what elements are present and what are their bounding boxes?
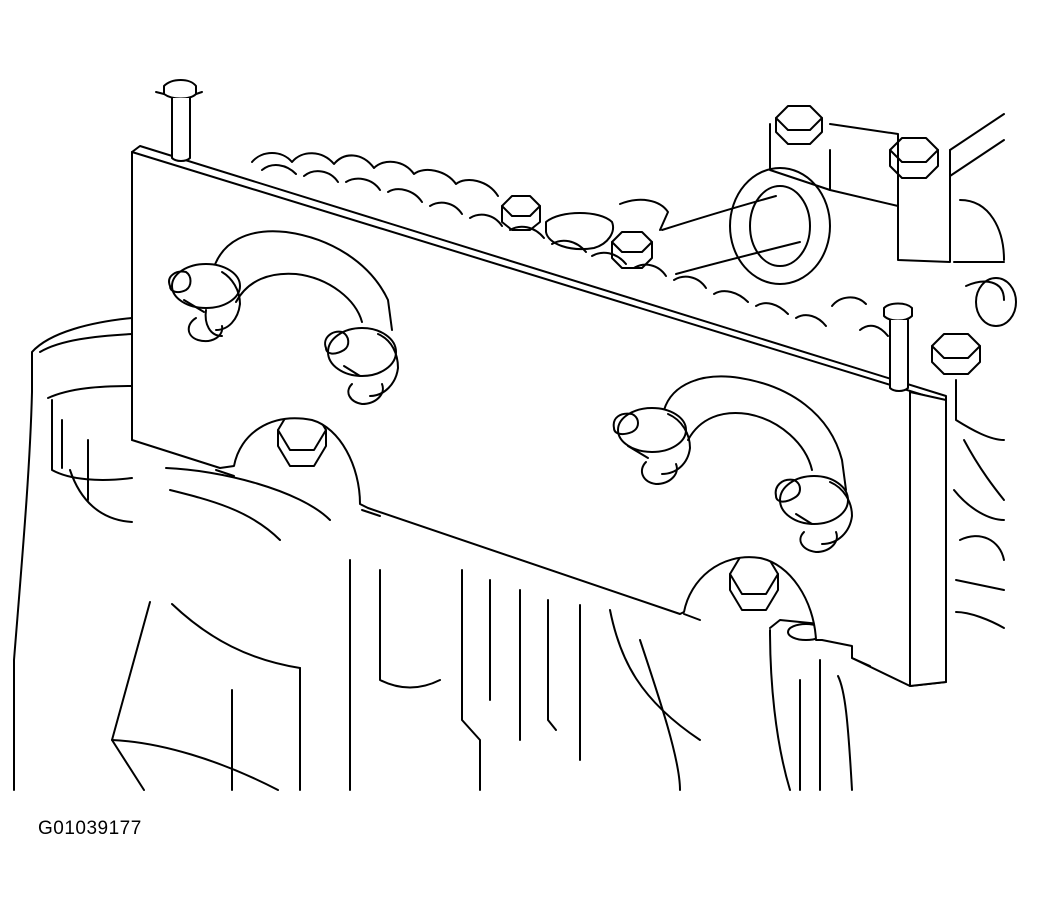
wing-nut-lower-right — [776, 476, 852, 552]
locking-pin-left — [156, 80, 202, 161]
camshaft-bearing-caps — [502, 106, 1016, 628]
bolt-right-side — [932, 334, 980, 374]
bolt-mid — [612, 232, 652, 268]
adjuster-slot-right — [614, 376, 852, 552]
bolt-top-right-1 — [776, 106, 822, 144]
locking-pin-right — [884, 304, 912, 392]
engine-block — [14, 318, 852, 790]
wing-nut-upper-right — [614, 408, 690, 484]
camshaft-locking-plate — [132, 80, 946, 686]
engine-timing-tool-illustration — [0, 0, 1044, 800]
wing-nut-upper-left — [169, 264, 240, 341]
bolt-top-right-2 — [890, 138, 938, 178]
wing-nut-lower-left — [325, 328, 398, 404]
adjuster-slot-left — [169, 231, 398, 404]
bolt-center — [502, 196, 540, 230]
timing-chain — [252, 153, 888, 336]
figure-id-label: G01039177 — [38, 818, 142, 839]
